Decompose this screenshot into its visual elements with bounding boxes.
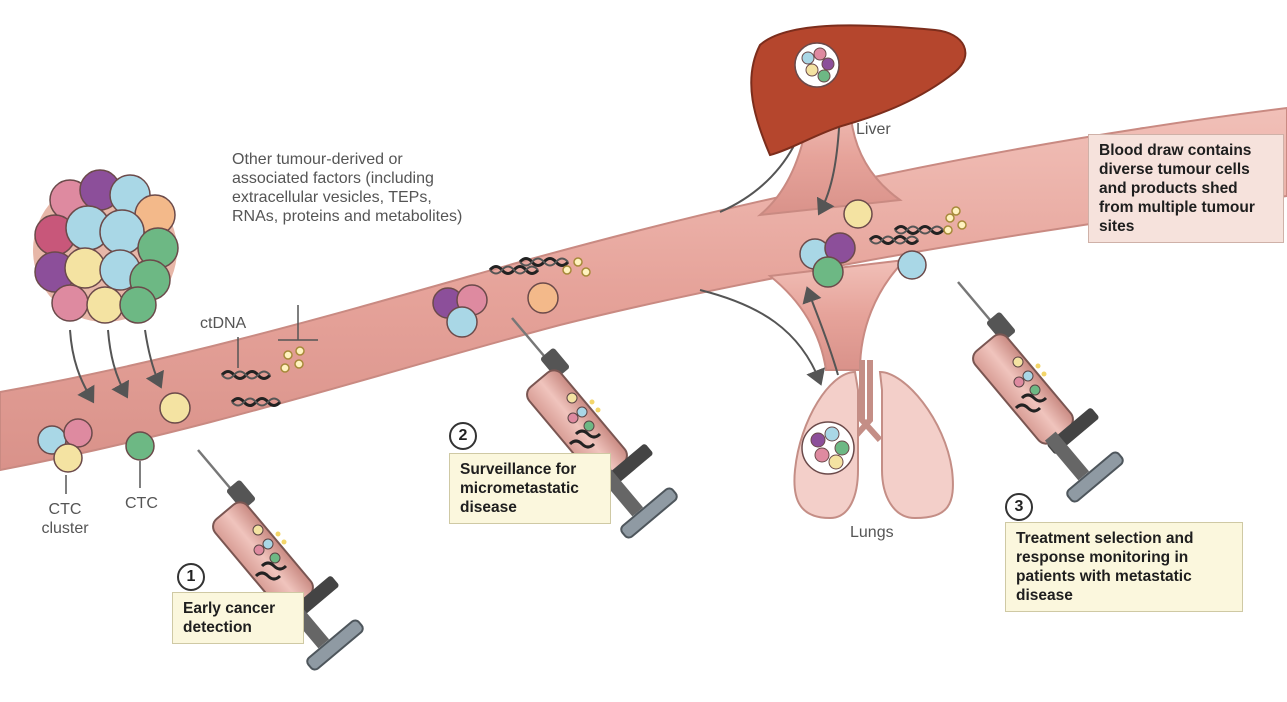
ctc-icon — [126, 432, 154, 488]
syringe-icon-3 — [958, 282, 1125, 504]
step-3-box: Treatment selection and response monitor… — [1005, 522, 1243, 612]
yellow-tumour-cell — [160, 393, 190, 423]
step-1-number: 1 — [177, 563, 205, 591]
ctc-label: CTC — [125, 494, 158, 513]
step-3-number: 3 — [1005, 493, 1033, 521]
ctc-cluster-label: CTC cluster — [30, 500, 100, 538]
step-2-box: Surveillance for micrometastatic disease — [449, 453, 611, 524]
blood-draw-callout: Blood draw contains diverse tumour cells… — [1088, 134, 1284, 243]
lungs-label: Lungs — [850, 523, 894, 542]
step-2-number: 2 — [449, 422, 477, 450]
liver-label: Liver — [856, 120, 891, 139]
lungs-icon — [794, 360, 953, 518]
step-1-box: Early cancer detection — [172, 592, 304, 644]
factors-label: Other tumour-derived or associated facto… — [232, 150, 464, 226]
primary-tumour-icon — [33, 170, 178, 323]
ctdna-label: ctDNA — [200, 314, 246, 333]
